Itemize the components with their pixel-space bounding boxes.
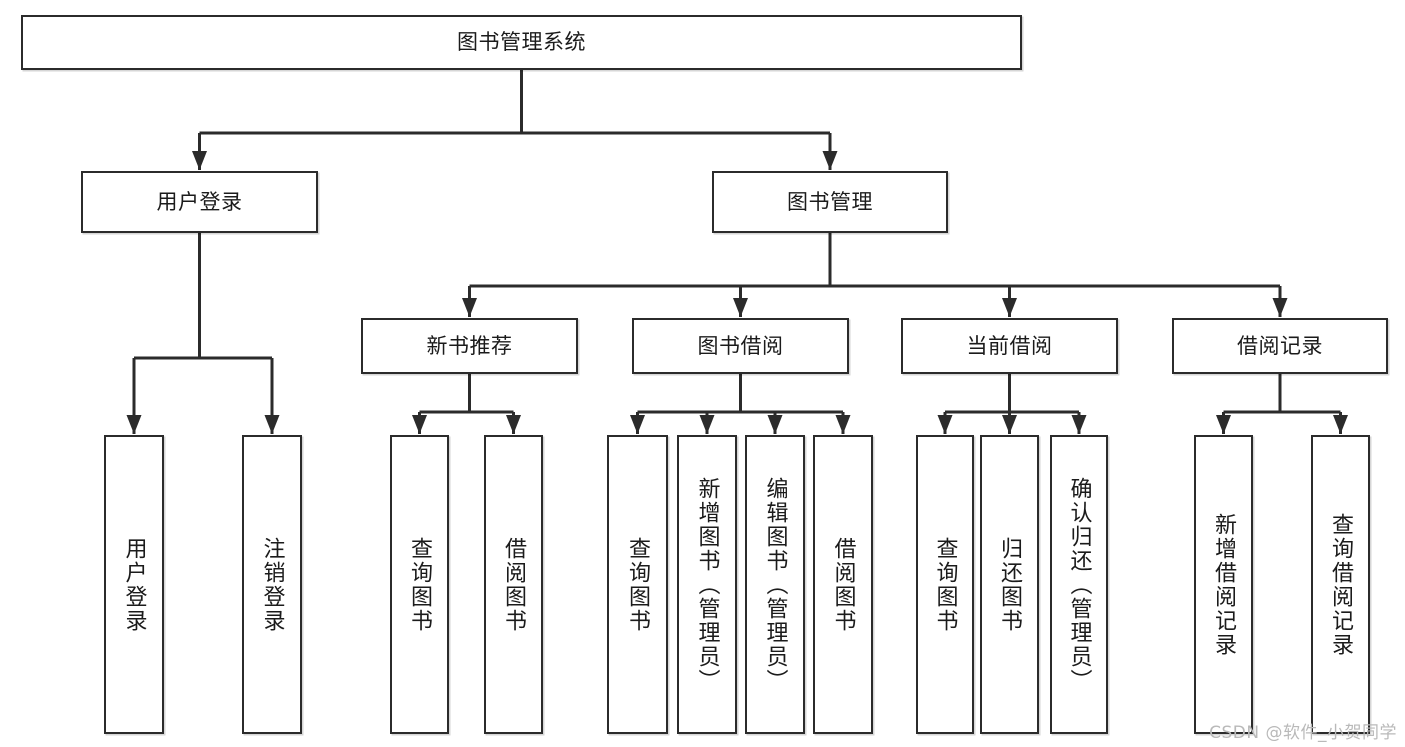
node-l_bbook2[interactable]: 借阅图书 [813, 435, 873, 734]
node-label: 查询图书 [407, 536, 433, 633]
node-label: 查询图书 [625, 536, 651, 633]
node-label: 借阅记录 [1237, 333, 1323, 358]
arrowhead [462, 298, 477, 317]
node-current[interactable]: 当前借阅 [901, 318, 1118, 374]
node-newbook[interactable]: 新书推荐 [361, 318, 578, 374]
node-l_qbook2[interactable]: 查询图书 [607, 435, 668, 734]
node-label: 当前借阅 [966, 333, 1053, 358]
arrowhead [733, 298, 748, 317]
node-l_return[interactable]: 归还图书 [980, 435, 1039, 734]
node-label: 借阅图书 [830, 536, 856, 633]
arrowhead [835, 415, 851, 434]
arrowhead [822, 151, 838, 170]
arrowhead [192, 151, 207, 170]
node-l_addrec[interactable]: 新增借阅记录 [1194, 435, 1253, 734]
node-label: 图书管理 [787, 189, 873, 214]
node-l_confirm[interactable]: 确认归还（管理员） [1050, 435, 1108, 734]
arrowhead [1002, 415, 1017, 434]
arrowhead [264, 415, 280, 434]
arrowhead [1333, 415, 1348, 434]
arrowhead [1272, 298, 1288, 317]
node-label: 查询图书 [932, 536, 958, 633]
arrowhead [1071, 415, 1087, 434]
node-records[interactable]: 借阅记录 [1172, 318, 1388, 374]
arrowhead [412, 415, 427, 434]
node-l_qbook1[interactable]: 查询图书 [390, 435, 449, 734]
node-login[interactable]: 用户登录 [81, 171, 318, 233]
node-label: 注销登录 [259, 536, 285, 633]
arrowhead [630, 415, 645, 434]
node-label: 用户登录 [156, 189, 243, 214]
node-l_logout[interactable]: 注销登录 [242, 435, 302, 734]
arrowhead [767, 415, 783, 434]
arrowhead [126, 415, 142, 434]
node-label: 新书推荐 [426, 333, 513, 358]
node-label: 新增图书（管理员） [694, 476, 720, 693]
node-label: 图书管理系统 [457, 30, 586, 55]
arrowhead [937, 415, 953, 434]
node-label: 编辑图书（管理员） [762, 476, 788, 693]
node-l_bbook1[interactable]: 借阅图书 [484, 435, 543, 734]
arrowhead [1216, 415, 1231, 434]
arrowhead [506, 415, 521, 434]
node-l_addbook[interactable]: 新增图书（管理员） [677, 435, 737, 734]
node-label: 用户登录 [121, 536, 147, 633]
node-label: 查询借阅记录 [1328, 512, 1354, 657]
arrowhead [699, 415, 715, 434]
node-label: 新增借阅记录 [1211, 512, 1237, 657]
node-label: 借阅图书 [501, 536, 527, 633]
node-label: 确认归还（管理员） [1066, 476, 1092, 693]
arrowhead [1002, 298, 1017, 317]
node-bookmgmt[interactable]: 图书管理 [712, 171, 948, 233]
node-label: 图书借阅 [697, 333, 784, 358]
node-root[interactable]: 图书管理系统 [21, 15, 1022, 70]
node-l_userlogin[interactable]: 用户登录 [104, 435, 164, 734]
node-l_qrec[interactable]: 查询借阅记录 [1311, 435, 1370, 734]
node-l_qbook3[interactable]: 查询图书 [916, 435, 974, 734]
node-l_editbook[interactable]: 编辑图书（管理员） [745, 435, 805, 734]
node-borrow[interactable]: 图书借阅 [632, 318, 849, 374]
node-label: 归还图书 [997, 536, 1023, 633]
